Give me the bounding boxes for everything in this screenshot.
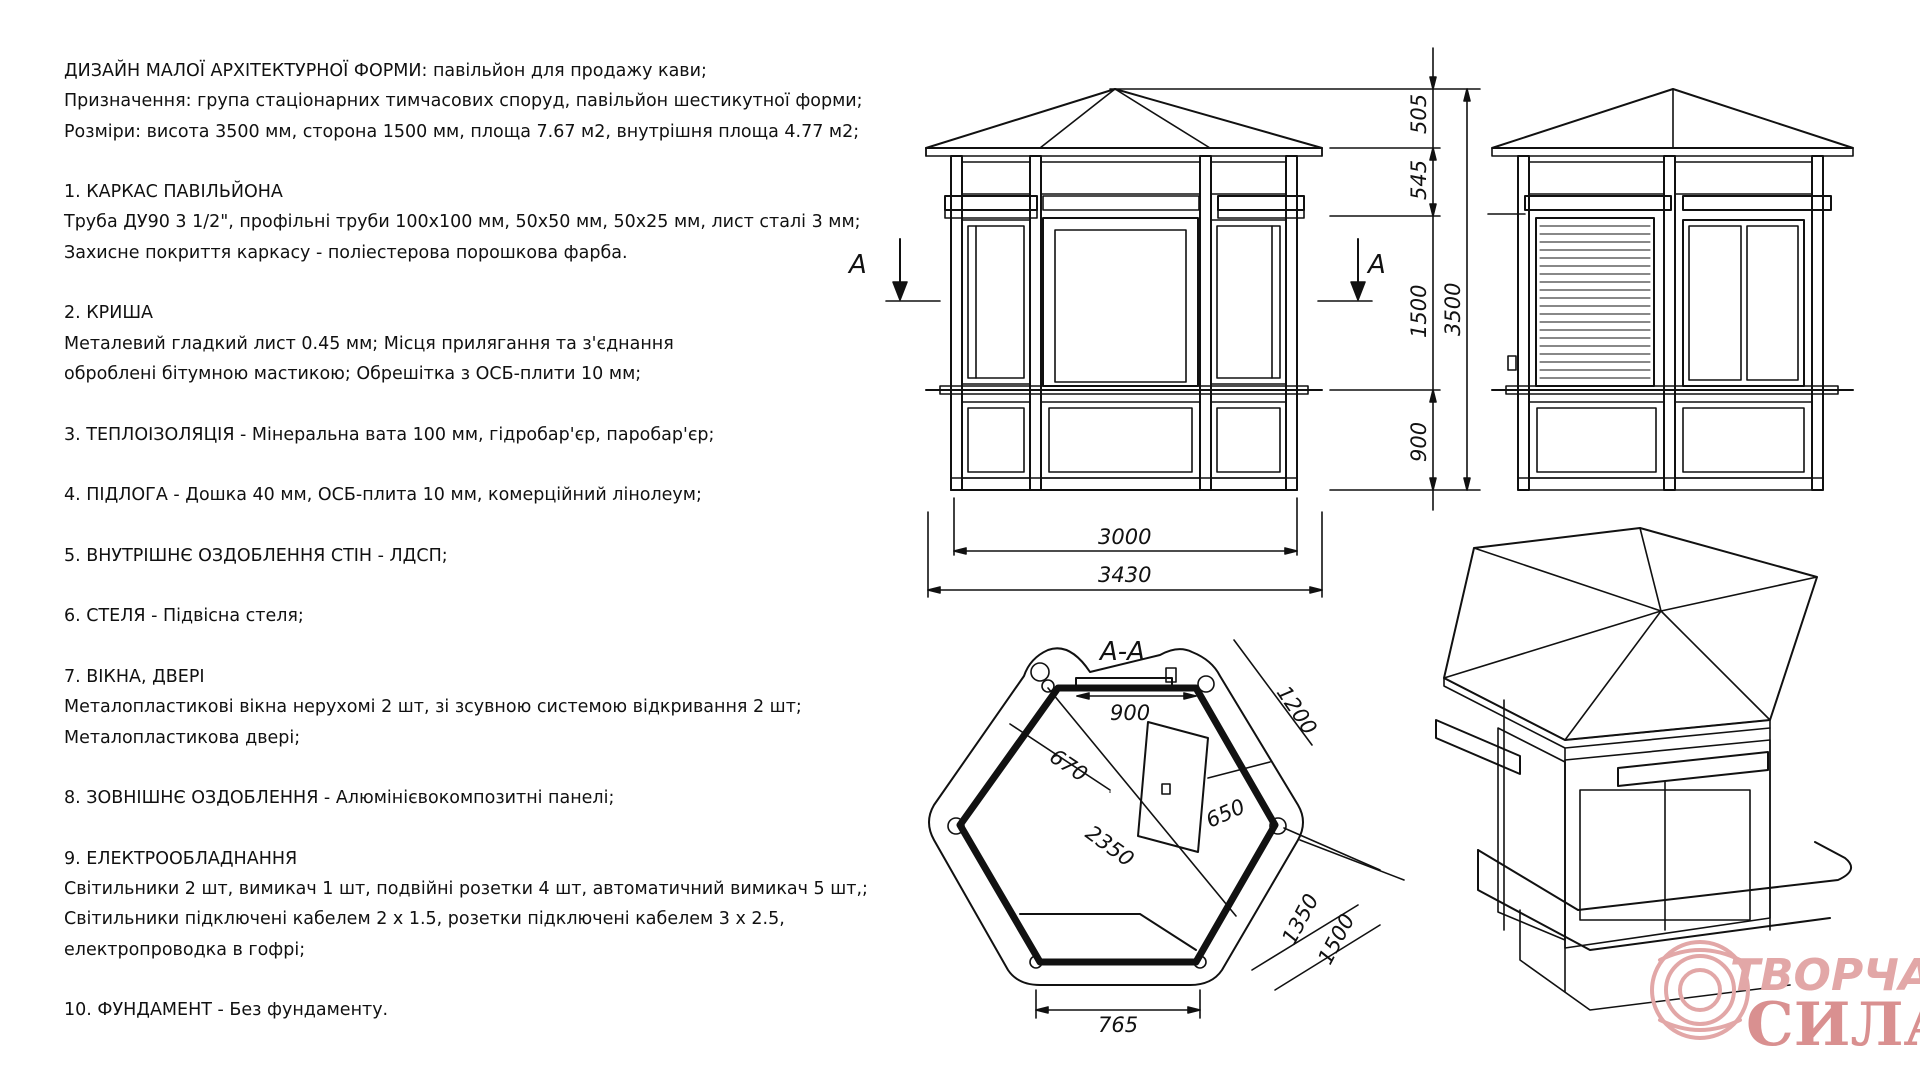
dim-section-bottom: 765 xyxy=(1098,1013,1138,1037)
logo-line2: СИЛА xyxy=(1746,990,1920,1060)
front-elevation xyxy=(885,47,1481,598)
logo-line1: ТВОРЧА xyxy=(1730,950,1920,1001)
section-mark-left: A xyxy=(847,250,867,280)
spec-line: Розміри: висота 3500 мм, сторона 1500 мм… xyxy=(64,121,860,142)
dim-section-diagonal: 2350 xyxy=(1081,821,1138,872)
spec-line: Металопластикові вікна нерухомі 2 шт, зі… xyxy=(64,697,802,718)
spec-line: 8. ЗОВНІШНЄ ОЗДОБЛЕННЯ - Алюмінієвокомпо… xyxy=(64,788,615,809)
dim-total: 3500 xyxy=(1441,283,1465,336)
dim-section-window: 900 xyxy=(1110,701,1150,725)
section-title: A-A xyxy=(1098,637,1145,667)
spec-line: Призначення: група стаціонарних тимчасов… xyxy=(64,91,863,112)
spec-line: Захисне покриття каркасу - поліестерова … xyxy=(64,242,628,263)
spec-line: 7. ВІКНА, ДВЕРІ xyxy=(64,666,205,687)
dim-width-inner: 3000 xyxy=(1098,525,1151,549)
roller-shutter xyxy=(1539,225,1651,379)
spec-line: 9. ЕЛЕКТРООБЛАДНАННЯ xyxy=(64,848,298,869)
spec-line: Металевий гладкий лист 0.45 мм; Місця пр… xyxy=(64,333,674,354)
spec-line: 5. ВНУТРІШНЄ ОЗДОБЛЕННЯ СТІН - ЛДСП; xyxy=(64,545,448,566)
spec-line: 6. СТЕЛЯ - Підвісна стеля; xyxy=(64,606,304,627)
spec-line: Світильники 2 шт, вимикач 1 шт, подвійні… xyxy=(64,879,868,900)
dim-section-side: 1200 xyxy=(1272,681,1322,739)
dim-section-outer-side: 1500 xyxy=(1313,910,1359,968)
dim-base: 900 xyxy=(1407,422,1431,462)
dim-window: 1500 xyxy=(1407,285,1431,338)
dim-frieze: 545 xyxy=(1407,160,1431,200)
spec-line: 4. ПІДЛОГА - Дошка 40 мм, ОСБ-плита 10 м… xyxy=(64,485,702,506)
isometric-view xyxy=(1435,527,1853,1011)
spec-line: ДИЗАЙН МАЛОЇ АРХІТЕКТУРНОЇ ФОРМИ: павіль… xyxy=(64,61,707,81)
spec-line: 1. КАРКАС ПАВІЛЬЙОНА xyxy=(64,182,283,203)
spec-line: Світильники підключені кабелем 2 х 1.5, … xyxy=(64,909,785,930)
logo: ТВОРЧА СИЛА xyxy=(1650,940,1920,1060)
spec-line: 3. ТЕПЛОІЗОЛЯЦІЯ - Мінеральна вата 100 м… xyxy=(64,424,715,445)
dim-width-outer: 3430 xyxy=(1098,563,1151,587)
spec-line: оброблені бітумною мастикою; Обрешітка з… xyxy=(64,363,642,384)
dim-section-depth: 670 xyxy=(1045,744,1092,786)
specification-text: ДИЗАЙН МАЛОЇ АРХІТЕКТУРНОЇ ФОРМИ: павіль… xyxy=(64,56,894,1026)
section-plan xyxy=(928,639,1405,1019)
spec-line: електропроводка в гофрі; xyxy=(64,939,306,960)
side-elevation xyxy=(1487,88,1854,491)
dim-roof: 505 xyxy=(1407,94,1431,134)
spec-line: 10. ФУНДАМЕНТ - Без фундаменту. xyxy=(64,1000,389,1021)
spec-line: 2. КРИША xyxy=(64,303,154,324)
dim-section-door: 650 xyxy=(1202,794,1248,832)
section-mark-right: A xyxy=(1366,250,1386,280)
spec-line: Металопластикова дверi; xyxy=(64,727,301,748)
dim-section-inner-side: 1350 xyxy=(1277,890,1323,948)
spec-line: Труба ДУ90 3 1/2", профільні труби 100х1… xyxy=(64,212,861,233)
